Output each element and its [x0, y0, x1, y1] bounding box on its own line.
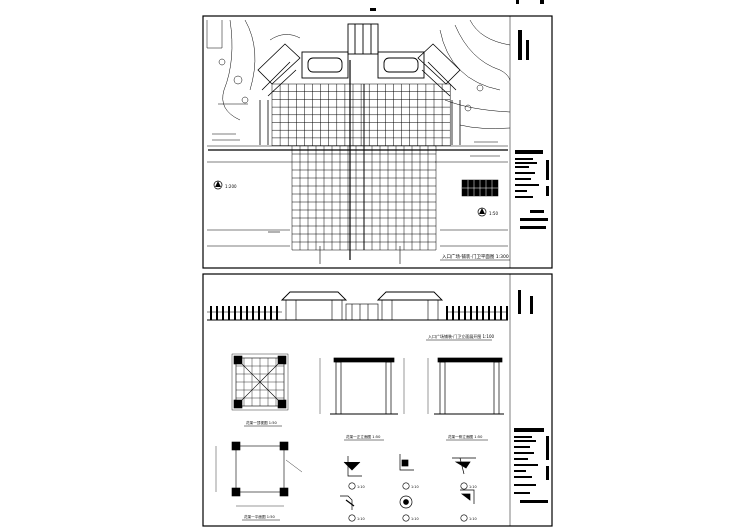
fence-post	[470, 306, 472, 320]
detail-markers	[348, 482, 468, 522]
pergola-plan-caption: 花架一顶视图 1:50	[246, 420, 277, 425]
plan-caption: 入口广场·铺装·门卫平面图 1:300	[442, 253, 509, 260]
fence-post	[264, 306, 266, 320]
terrain-contours	[206, 19, 511, 129]
road-lines	[207, 145, 508, 264]
fence-posts	[210, 306, 508, 320]
fence-post	[446, 306, 448, 320]
fence-post	[452, 306, 454, 320]
detail-scale-1: 1:10	[357, 485, 365, 489]
fence-post	[276, 306, 278, 320]
pergola-base-plan	[215, 441, 303, 507]
title-block-bottom	[514, 290, 549, 503]
pergola-top-grid	[236, 358, 284, 406]
fence-post	[222, 306, 224, 320]
scale-note-right: 1:50	[489, 211, 498, 216]
top-sheet-border	[202, 15, 553, 269]
bottom-sheet: 入口广场铺装·门卫立面展开图 1:100 花架一顶视图 1:50 花架一正立面图…	[202, 273, 553, 527]
detail-scale-2: 1:10	[411, 485, 419, 489]
gatehouse-plans	[301, 23, 425, 79]
elevation-caption: 入口广场铺装·门卫立面展开图 1:100	[428, 333, 495, 339]
fence-post	[234, 306, 236, 320]
pergola-side-caption: 花架一侧立面图 1:50	[448, 434, 483, 439]
pergola-front-elevation	[319, 357, 405, 415]
fence-post	[506, 306, 508, 320]
fence-post	[500, 306, 502, 320]
fence-post	[246, 306, 248, 320]
fence-post	[494, 306, 496, 320]
title-block-top	[370, 0, 549, 229]
fence-post	[476, 306, 478, 320]
fence-post	[488, 306, 490, 320]
detail-scale-6: 1:10	[469, 517, 477, 521]
fence-post	[458, 306, 460, 320]
fence-post	[258, 306, 260, 320]
fence-post	[482, 306, 484, 320]
fence-post	[228, 306, 230, 320]
fence-post	[240, 306, 242, 320]
entrance-elevation	[207, 291, 508, 321]
scale-note-left: 1:200	[225, 184, 237, 189]
detail-scale-3: 1:10	[469, 485, 477, 489]
entrance-wings	[257, 43, 461, 145]
bottom-sheet-border	[202, 273, 553, 527]
scale-markers-top: 1:200 1:50	[213, 180, 498, 217]
fence-post	[252, 306, 254, 320]
detail-scale-5: 1:10	[411, 517, 419, 521]
dimension-ticks-top	[212, 103, 500, 233]
fence-post	[210, 306, 212, 320]
paving-grid	[208, 60, 508, 260]
top-sheet: 1:200 1:50 入口广场·铺装·门卫平面图 1:300	[202, 0, 553, 269]
pergola-side-elevation	[427, 357, 504, 415]
fence-post	[270, 306, 272, 320]
detail-scale-4: 1:10	[357, 517, 365, 521]
detail-scale-labels: 1:10 1:10 1:10 1:10 1:10 1:10	[357, 485, 477, 521]
fence-post	[464, 306, 466, 320]
pergola-base-caption: 花架一平面图 1:50	[244, 514, 275, 519]
pergola-front-caption: 花架一正立面图 1:50	[346, 434, 381, 439]
paving-legend	[461, 179, 499, 197]
construction-details	[340, 454, 476, 510]
fence-post	[216, 306, 218, 320]
